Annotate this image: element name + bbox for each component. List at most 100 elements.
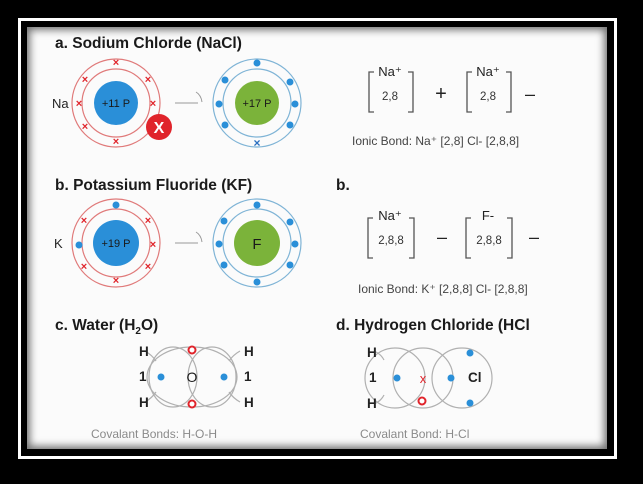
ion-bracket-1: Na⁺ 2,8 [368, 64, 414, 113]
panel-c-title: c. Water (H2O) [55, 317, 158, 337]
electron-dot-icon [221, 76, 229, 84]
fluorine-inner-shell [222, 208, 292, 278]
electron-x-icon: × [82, 121, 88, 133]
electron-dot-icon [220, 261, 228, 269]
electron-x-icon: × [113, 57, 119, 69]
electron-dot-icon [253, 278, 261, 286]
electron-x-icon: × [82, 74, 88, 86]
chlorine-nucleus [235, 81, 279, 125]
sodium-electrons: × × × × × × × [76, 57, 156, 148]
removed-electron-x-icon: X [154, 120, 165, 137]
electron-dot-icon [466, 349, 474, 357]
fluorine-electrons [215, 201, 299, 286]
chlorine-label: Cl [468, 370, 482, 385]
left-h-orbital [148, 346, 198, 408]
minus-sign: – [525, 84, 535, 104]
sodium-nucleus-label: +11 P [102, 98, 130, 110]
hydrogen-label: H [367, 396, 377, 411]
bond-count: 1 [244, 369, 252, 384]
hydrogen-label: H [367, 345, 377, 360]
electron-x-icon: × [113, 275, 119, 287]
title-subscript: 2 [135, 326, 141, 337]
electron-config: 2,8,8 [476, 235, 502, 247]
sodium-atom: +11 P × × × × × × × X [71, 57, 172, 148]
gained-electron-x-icon: × [253, 136, 260, 150]
title-text: c. Water (H [55, 317, 135, 334]
electron-ring-icon [187, 345, 197, 355]
ion-label: F- [482, 208, 494, 223]
chlorine-orbital [431, 347, 493, 409]
sodium-inner-shell [81, 68, 151, 138]
electron-dot-icon [221, 121, 229, 129]
electron-x-icon: × [145, 74, 151, 86]
electron-dot-icon [112, 201, 120, 209]
hydrogen-label: H [139, 395, 149, 410]
electron-dot-icon [215, 100, 223, 108]
electron-x-icon: × [81, 261, 87, 273]
electron-dot-icon [286, 78, 294, 86]
panel-c-caption: Covalant Bonds: H-O-H [91, 427, 217, 441]
chlorine-outer-shell [212, 58, 302, 148]
panel-c-water: c. Water (H2O) H 1 H H 1 H O Covalant Bo… [55, 317, 254, 441]
transfer-arrow-icon [175, 91, 203, 104]
electron-dot-icon [291, 100, 299, 108]
bond-line [228, 391, 241, 403]
right-h-orbital [187, 346, 237, 408]
outer-frame-line [18, 18, 617, 459]
hydrogen-orbital [364, 347, 426, 409]
electron-dot-icon [393, 374, 401, 382]
sodium-nucleus [94, 81, 138, 125]
panel-b-potassium-fluoride: b. Potassium Fluoride (KF) K +19 P × × ×… [54, 177, 539, 296]
bond-line [144, 391, 157, 403]
title-text: O) [141, 317, 158, 334]
bond-line [373, 350, 385, 361]
electron-x-icon: × [113, 136, 119, 148]
potassium-nucleus-label: +19 P [101, 238, 130, 250]
chlorine-inner-shell [222, 68, 292, 138]
ion-bracket-2: F- 2,8,8 [465, 208, 513, 259]
electron-dot-icon [447, 374, 455, 382]
chlorine-electrons [215, 59, 299, 129]
sodium-outer-shell [71, 58, 161, 148]
fluorine-outer-shell [212, 198, 302, 288]
electron-dot-icon [75, 241, 83, 249]
electron-config: 2,8,8 [378, 235, 404, 247]
electron-dot-icon [291, 240, 299, 248]
electron-config: 2,8 [382, 91, 398, 103]
electron-dot-icon [286, 218, 294, 226]
transfer-arrow-icon [175, 231, 203, 244]
electron-x-icon: x [420, 371, 427, 386]
removed-electron-badge [146, 114, 172, 140]
electron-dot-icon [157, 373, 165, 381]
electron-dot-icon [286, 121, 294, 129]
bond-line [228, 350, 241, 362]
potassium-symbol: K [54, 236, 63, 251]
ion-bracket-2: Na⁺ 2,8 [466, 64, 512, 113]
hydrogen-label: H [139, 344, 149, 359]
panel-a-title: a. Sodium Chlorde (NaCl) [55, 35, 242, 52]
fluorine-nucleus-label: F [252, 236, 261, 253]
electron-x-icon: × [145, 261, 151, 273]
fluorine-nucleus [234, 220, 280, 266]
ion-bracket-1: Na⁺ 2,8,8 [367, 208, 415, 259]
bond-count: 1 [369, 370, 377, 385]
bond-line [144, 350, 157, 362]
ion-label: Na⁺ [378, 64, 401, 79]
potassium-atom: +19 P × × × × × × [71, 198, 161, 288]
minus-sign: – [529, 227, 539, 247]
electron-dot-icon [220, 217, 228, 225]
electron-ring-icon [417, 396, 427, 406]
electron-config: 2,8 [480, 91, 496, 103]
electron-dot-icon [253, 201, 261, 209]
electron-x-icon: × [76, 98, 82, 110]
panel-d-hydrogen-chloride: d. Hydrogen Chloride (HCl H 1 H x Cl Cov… [336, 317, 530, 441]
electron-x-icon: × [81, 215, 87, 227]
potassium-electrons: × × × × × × [81, 215, 156, 287]
chlorine-nucleus-label: +17 P [242, 98, 271, 110]
panel-b-title: b. Potassium Fluoride (KF) [55, 177, 252, 194]
sodium-symbol: Na [52, 96, 69, 111]
panel-a-caption: Ionic Bond: Na⁺ [2,8] Cl- [2,8,8] [352, 134, 519, 148]
ion-label: Na⁺ [378, 208, 401, 223]
bond-line [373, 394, 385, 405]
